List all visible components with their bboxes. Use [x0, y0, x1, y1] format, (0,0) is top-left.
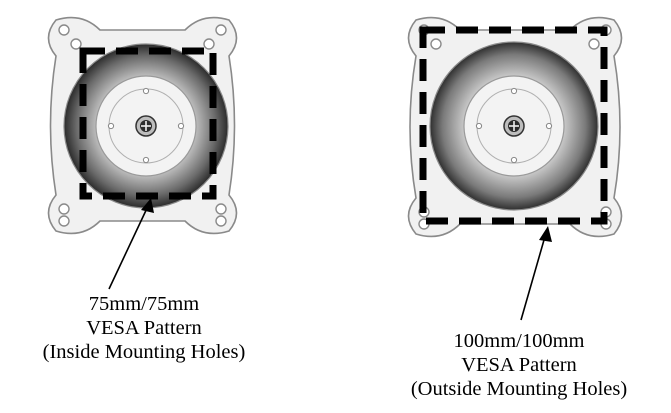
hub-hole [510, 87, 518, 95]
arrowhead-icon [539, 226, 552, 242]
pointer-line [520, 232, 547, 321]
vesa-75-size-label: 75mm/75mm [88, 293, 200, 315]
hub-hole [177, 122, 185, 130]
hub-hole [107, 122, 115, 130]
hub-hole [545, 122, 553, 130]
hub-hole [142, 87, 150, 95]
hub-hole [475, 122, 483, 130]
vesa-100-pattern-box [419, 26, 608, 225]
center-screw-icon [135, 115, 157, 137]
hub-hole [510, 156, 518, 164]
keyhole-top-left-icon [58, 24, 82, 50]
vesa-75-caption: 75mm/75mm VESA Pattern (Inside Mounting … [0, 292, 288, 364]
center-screw-icon [503, 115, 525, 137]
keyhole-top-right-icon [203, 24, 227, 50]
vesa-100-pattern-label: VESA Pattern [461, 354, 577, 376]
keyhole-bottom-left-icon [58, 203, 70, 227]
pointer-line [108, 203, 150, 290]
hub-hole [142, 156, 150, 164]
vesa-100-size-label: 100mm/100mm [453, 330, 585, 352]
vesa-75-pattern-box [79, 47, 217, 200]
vesa-75-pattern-label: VESA Pattern [86, 317, 202, 339]
vesa-100-holes-label: (Outside Mounting Holes) [410, 378, 628, 400]
keyhole-bottom-right-icon [215, 203, 227, 227]
vesa-75-mount [47, 16, 238, 290]
vesa-100-mount [407, 16, 623, 321]
arrowhead-icon [141, 198, 154, 213]
vesa-100-caption: 100mm/100mm VESA Pattern (Outside Mounti… [371, 329, 667, 401]
vesa-75-holes-label: (Inside Mounting Holes) [42, 341, 246, 363]
